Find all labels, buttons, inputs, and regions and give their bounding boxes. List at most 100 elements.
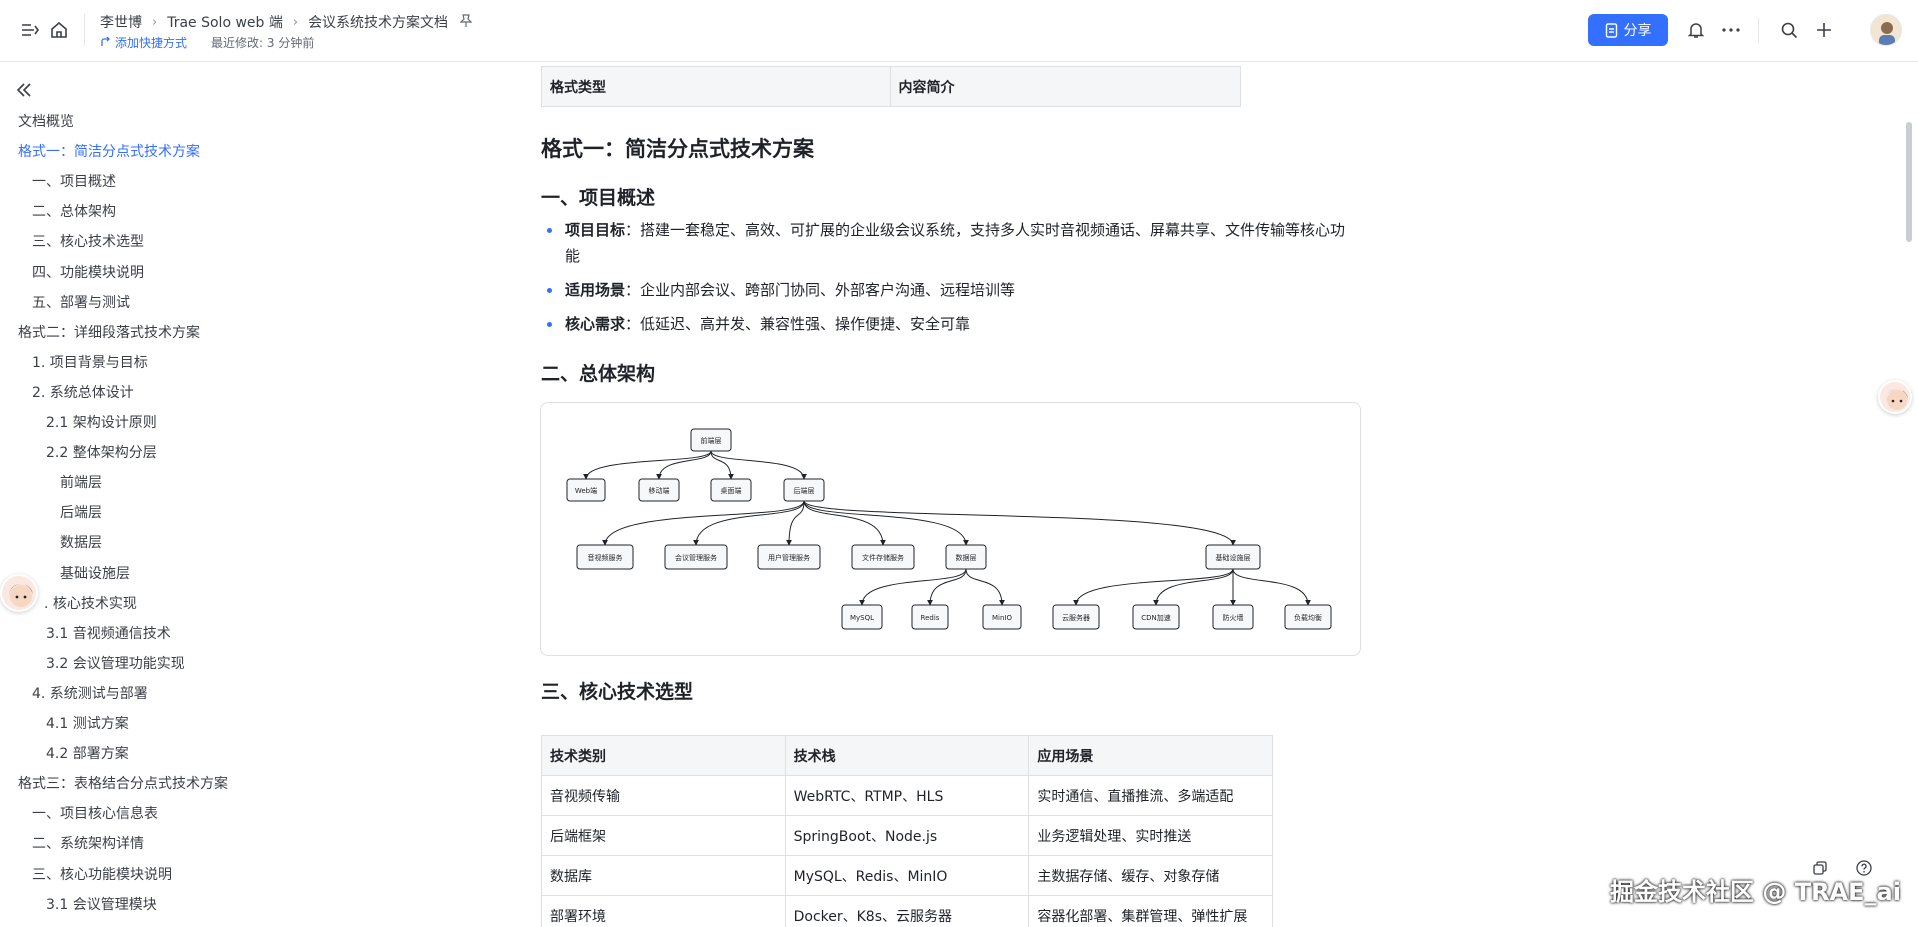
bullet-text: ：企业内部会议、跨部门协同、外部客户沟通、远程培训等: [625, 281, 1016, 299]
table-row: 部署环境 Docker、K8s、云服务器 容器化部署、集群管理、弹性扩展: [541, 895, 1273, 927]
diagram-node-label: MinIO: [992, 614, 1012, 622]
plus-icon[interactable]: [1812, 18, 1836, 42]
toc-item[interactable]: 3.1 会议管理模块: [46, 896, 157, 913]
toc-item[interactable]: 二、总体架构: [32, 204, 116, 221]
add-shortcut-label[interactable]: 添加快捷方式: [115, 36, 188, 50]
toc-item[interactable]: 三、核心技术选型: [32, 234, 144, 251]
table-cell: 数据库: [541, 855, 786, 896]
divider: [1758, 18, 1759, 42]
diagram-node: 移动端: [638, 478, 680, 502]
diagram-edge: [786, 500, 805, 546]
toc-item[interactable]: 前端层: [60, 475, 102, 492]
toc-item[interactable]: 基础设施层: [60, 565, 130, 582]
chevron-right-icon: ›: [152, 14, 158, 30]
diagram-edge: [693, 500, 805, 546]
toc-item[interactable]: 二、系统架构详情: [32, 836, 144, 853]
toc-sidebar: 文档概览格式一：简洁分点式技术方案一、项目概述二、总体架构三、核心技术选型四、功…: [0, 62, 430, 927]
copy-icon[interactable]: [1808, 856, 1832, 880]
diagram-edge: [1232, 568, 1311, 606]
assistant-avatar[interactable]: [0, 574, 38, 612]
diagram-edge: [965, 568, 1005, 606]
table-cell: 实时通信、直播推流、多端适配: [1028, 775, 1273, 816]
home-icon[interactable]: [47, 18, 71, 42]
assistant-avatar[interactable]: [1878, 380, 1912, 414]
toc-item[interactable]: 一、项目核心信息表: [32, 806, 158, 823]
diagram-edge: [859, 568, 967, 606]
toc-item[interactable]: . 核心技术实现: [44, 595, 137, 612]
list-item: 适用场景：企业内部会议、跨部门协同、外部客户沟通、远程培训等: [541, 277, 1341, 303]
bell-icon[interactable]: [1684, 18, 1708, 42]
table-header: 格式类型: [541, 66, 891, 107]
toc-toggle-icon[interactable]: [18, 18, 42, 42]
toc-item[interactable]: 3.1 音视频通信技术: [46, 625, 171, 642]
toc-item[interactable]: 格式二：详细段落式技术方案: [18, 324, 200, 341]
toc-item[interactable]: 数据层: [60, 535, 102, 552]
share-label[interactable]: 分享: [1623, 23, 1652, 39]
toc-item[interactable]: 1. 项目背景与目标: [32, 354, 148, 371]
share-button[interactable]: 分享: [1588, 14, 1668, 46]
share-icon: [1605, 22, 1617, 38]
diagram-node-label: 移动端: [649, 486, 670, 495]
toc-item[interactable]: 后端层: [60, 505, 102, 522]
more-icon[interactable]: [1719, 18, 1743, 42]
last-modified: 最近修改: 3 分钟前: [211, 36, 315, 50]
bullet-text: ：低延迟、高并发、兼容性强、操作便捷、安全可靠: [625, 315, 971, 333]
table-row: 数据库 MySQL、Redis、MinIO 主数据存储、缓存、对象存储: [541, 855, 1273, 896]
table-cell: 后端框架: [541, 815, 786, 856]
diagram-node: 负载均衡: [1284, 604, 1332, 630]
avatar[interactable]: [1870, 14, 1902, 46]
diagram-node: Redis: [911, 604, 949, 630]
search-icon[interactable]: [1777, 18, 1801, 42]
doc-title[interactable]: 会议系统技术方案文档: [308, 15, 449, 31]
bullet-dot: [547, 228, 552, 233]
diagram-edge: [583, 450, 712, 480]
diagram-node-label: 负载均衡: [1294, 613, 1322, 622]
bullet-dot: [547, 322, 552, 327]
doc-subline: 添加快捷方式 最近修改: 3 分钟前: [100, 34, 314, 51]
collapse-sidebar-icon[interactable]: [16, 82, 32, 101]
list-item: 项目目标：搭建一套稳定、高效、可扩展的企业级会议系统，支持多人实时音视频通话、屏…: [541, 217, 1345, 269]
diagram-node: MinIO: [982, 604, 1022, 630]
table-header: 内容简介: [889, 66, 1241, 107]
toc-item[interactable]: 格式三：表格结合分点式技术方案: [18, 776, 228, 793]
toc-item[interactable]: 四、功能模块说明: [32, 264, 144, 281]
scrollbar-thumb[interactable]: [1906, 122, 1912, 242]
diagram-node-label: 用户管理服务: [768, 553, 810, 562]
toc-item[interactable]: 4.1 测试方案: [46, 716, 129, 732]
toc-item[interactable]: 一、项目概述: [32, 174, 116, 191]
pin-icon[interactable]: [459, 13, 473, 31]
diagram-node-label: CDN加速: [1141, 613, 1171, 622]
diagram-node: CDN加速: [1132, 604, 1180, 630]
table-cell: 容器化部署、集群管理、弹性扩展: [1028, 895, 1273, 927]
toc-item[interactable]: 三、核心功能模块说明: [32, 866, 172, 883]
table-header: 技术栈: [784, 735, 1030, 776]
toc-item[interactable]: 格式一：简洁分点式技术方案: [18, 144, 200, 161]
toc-item[interactable]: 文档概览: [18, 114, 74, 130]
toc-item[interactable]: 五、部署与测试: [32, 294, 130, 311]
breadcrumb-item[interactable]: 李世博: [100, 15, 142, 31]
diagram-node: 桌面端: [710, 478, 752, 502]
diagram-node-label: 前端层: [701, 436, 722, 445]
toc-item[interactable]: 3.2 会议管理功能实现: [46, 655, 185, 672]
diagram-node-label: 音视频服务: [588, 553, 623, 562]
toc-item[interactable]: 2.2 整体架构分层: [46, 445, 157, 462]
toc-item[interactable]: 2. 系统总体设计: [32, 384, 134, 401]
diagram-node: 后端层: [783, 478, 825, 502]
breadcrumb-item[interactable]: Trae Solo web 端: [167, 15, 283, 31]
add-shortcut-link[interactable]: 添加快捷方式: [100, 34, 187, 51]
diagram-node-label: 文件存储服务: [862, 553, 904, 562]
document-body: 格式类型 内容简介 格式一：简洁分点式技术方案 一、项目概述 项目目标：搭建一套…: [540, 62, 1370, 927]
diagram-node-label: Web端: [575, 486, 597, 495]
table-cell: SpringBoot、Node.js: [784, 815, 1030, 856]
toc-item[interactable]: 2.1 架构设计原则: [46, 415, 157, 431]
divider: [84, 14, 85, 46]
diagram-node: MySQL: [841, 604, 883, 630]
help-icon[interactable]: [1852, 856, 1876, 880]
table-header: 技术类别: [541, 735, 786, 776]
format-table: 格式类型 内容简介: [541, 66, 1241, 107]
toc-item[interactable]: 4. 系统测试与部署: [32, 685, 148, 702]
diagram-node-label: 云服务器: [1062, 613, 1090, 622]
toc-item[interactable]: 4.2 部署方案: [46, 746, 129, 763]
diagram-node: 数据层: [945, 544, 987, 570]
